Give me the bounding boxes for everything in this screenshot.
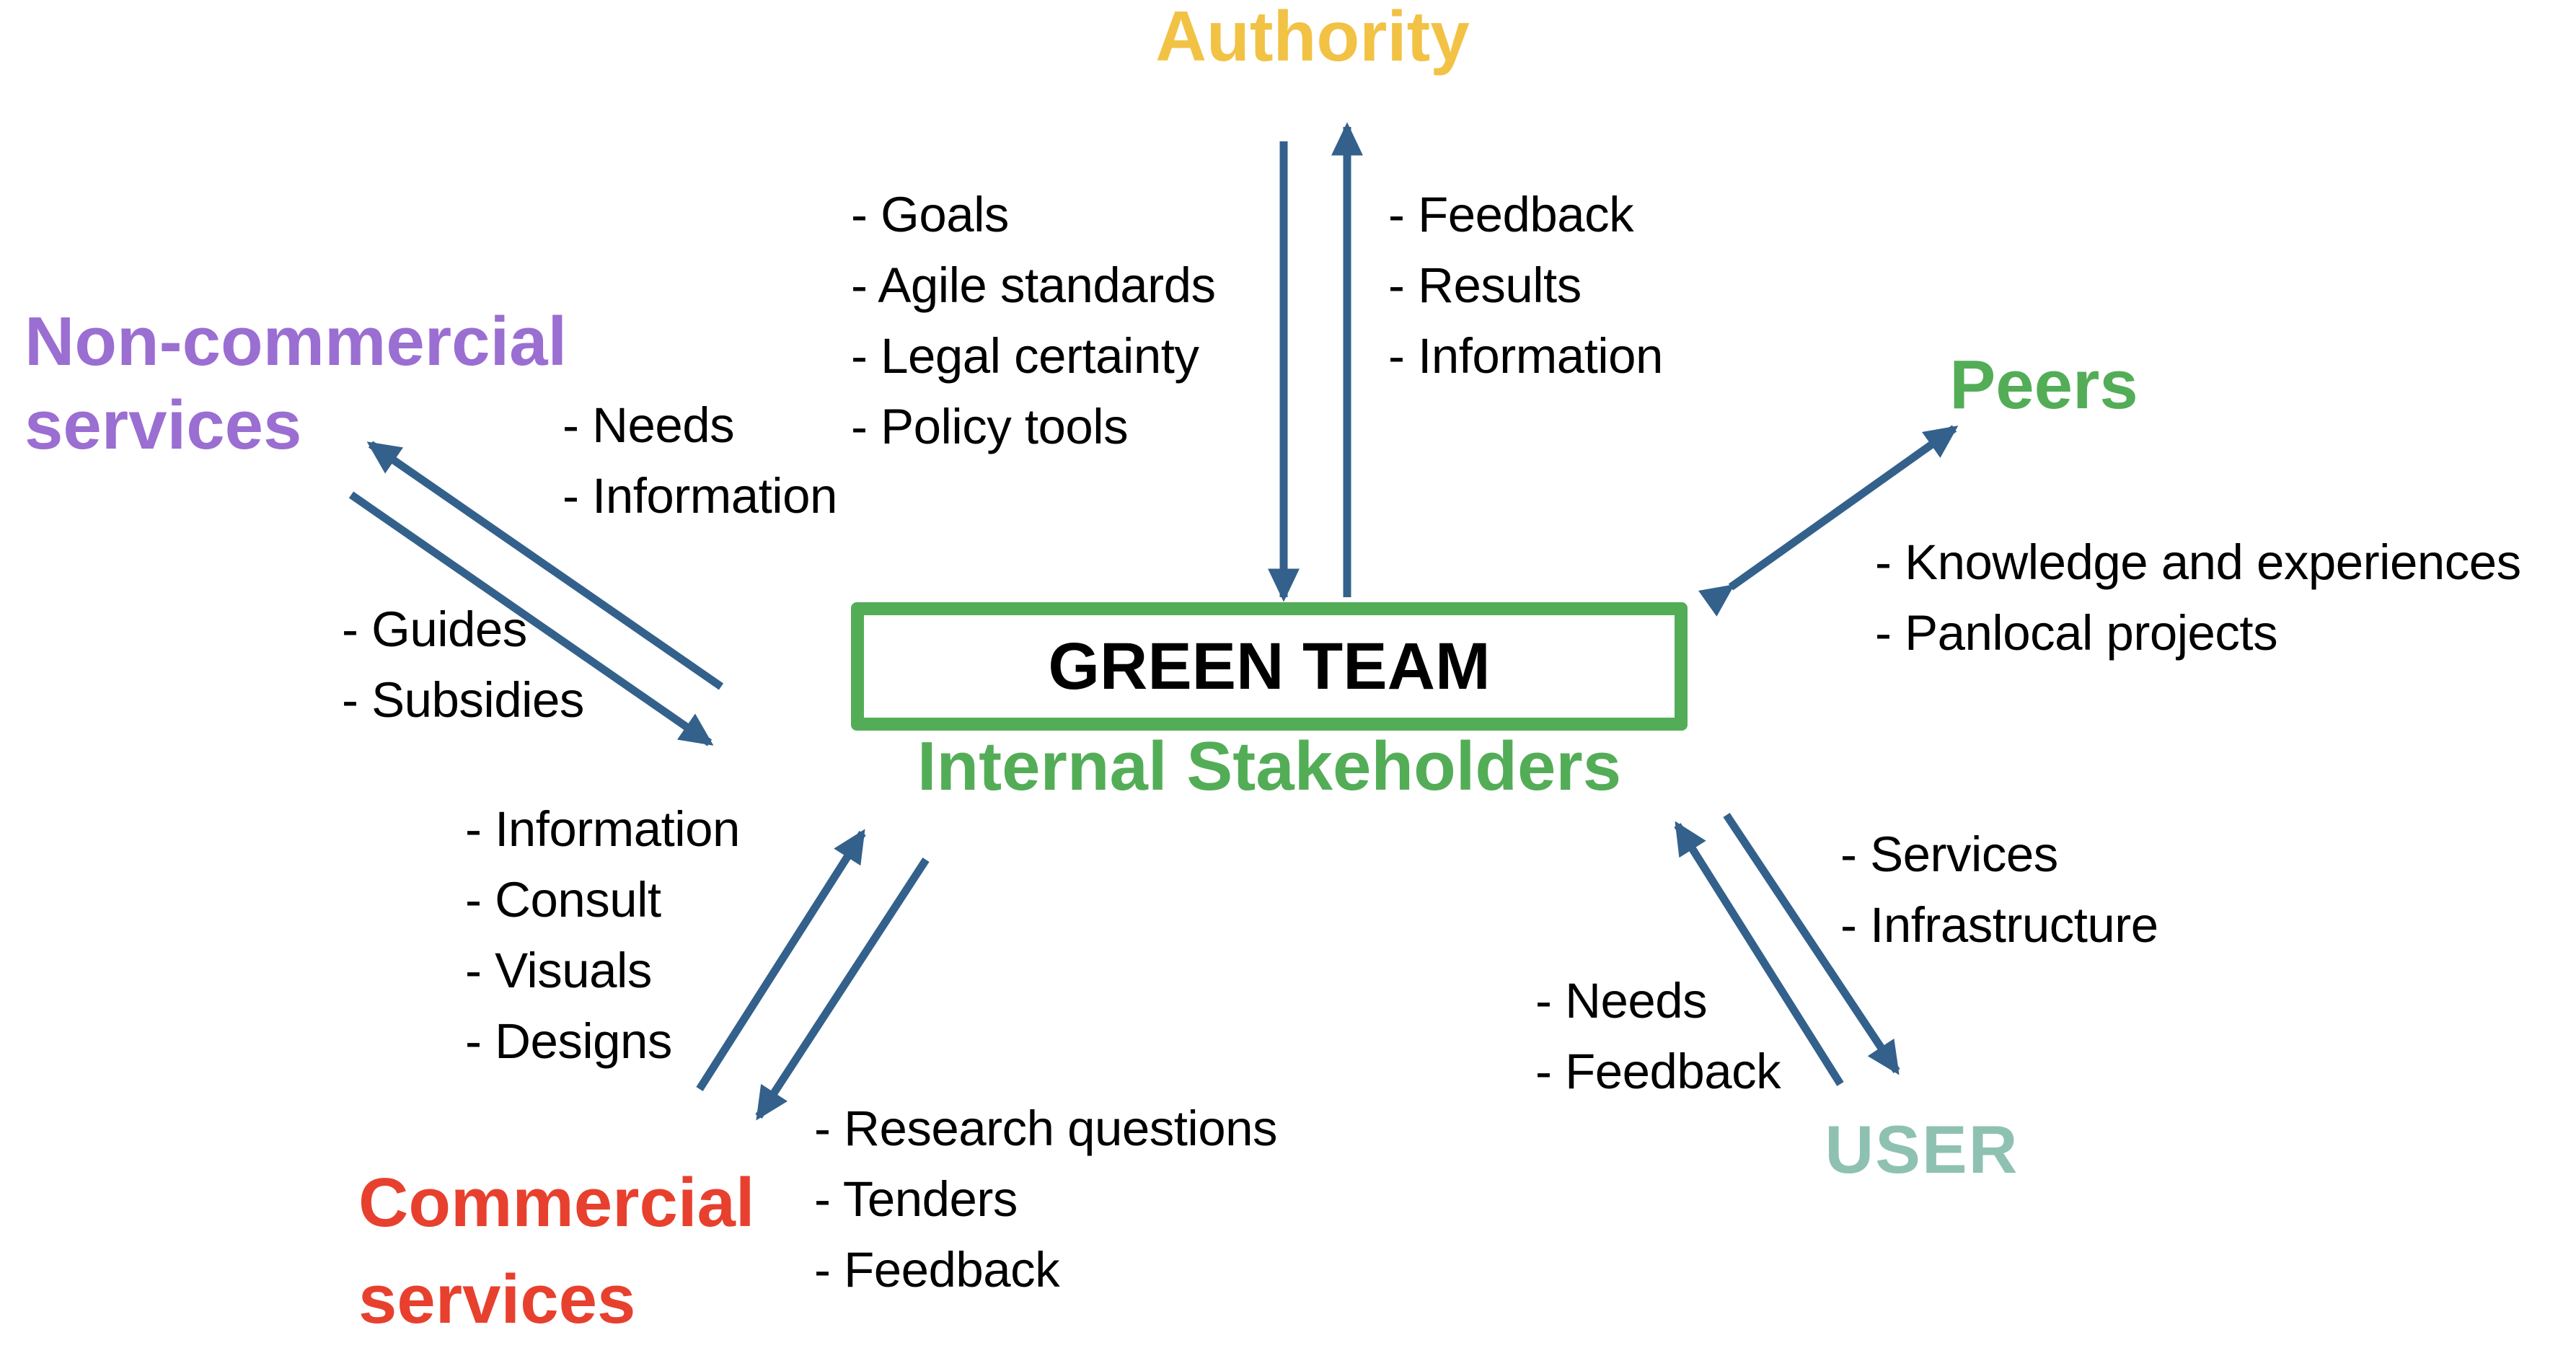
list-from-authority: - Goals - Agile standards - Legal certaint… [851,180,1216,462]
list-item: - Panlocal projects [1875,605,2278,661]
stakeholder-user-label: USER [1825,1111,2019,1187]
list-item: - Needs [1535,973,1708,1028]
list-item: - Results [1388,257,1582,313]
list-item: - Research questions [814,1101,1278,1156]
list-item: - Policy tools [851,399,1129,454]
list-from-user: - Needs - Feedback [1535,966,1781,1107]
stakeholder-peers-label: Peers [1949,346,2138,423]
green-team-title: GREEN TEAM [1048,629,1491,703]
list-item: - Information [465,801,740,857]
list-item: - Legal certainty [851,328,1199,384]
list-from-commercial: - Research questions - Tenders - Feedback [814,1093,1278,1305]
list-from-non-commercial: - Guides - Subsidies [342,594,584,736]
list-item: - Agile standards [851,257,1216,313]
list-item: - Feedback [1388,187,1634,242]
list-item: - Services [1840,827,2058,882]
arrow-peers-bidirectional [1698,425,1959,617]
stakeholder-non-commercial-label: Non-commercial services [25,303,568,464]
list-item: - Knowledge and experiences [1875,534,2521,590]
arrow-center-to-commercial [755,857,930,1121]
list-item: - Subsidies [342,672,584,728]
list-item: - Consult [465,872,661,928]
list-item: - Designs [465,1013,672,1069]
list-item: - Feedback [814,1242,1060,1298]
arrow-non-commercial-to-center [348,491,714,746]
green-team-box: GREEN TEAM [851,602,1688,731]
list-item: - Needs [563,397,735,453]
list-peers-exchange: - Knowledge and experiences - Panlocal pr… [1875,527,2521,669]
list-item: - Information [1388,328,1663,384]
stakeholder-diagram: Authority Non-commercial services Peers … [25,0,2522,1338]
list-item: - Feedback [1535,1044,1781,1099]
arrow-center-to-user [1723,812,1900,1075]
internal-stakeholders-subtitle: Internal Stakeholders [917,728,1622,805]
arrow-commercial-to-center [696,829,866,1091]
list-to-user: - Services - Infrastructure [1840,819,2158,961]
list-item: - Goals [851,187,1009,242]
stakeholder-authority-label: Authority [1155,0,1470,76]
list-to-authority: - Feedback - Results - Information [1388,180,1663,392]
arrow-user-to-center [1674,821,1844,1086]
list-item: - Tenders [814,1171,1018,1227]
arrow-center-to-non-commercial [366,441,724,690]
list-item: - Information [563,468,837,524]
list-item: - Guides [342,602,527,657]
arrow-layer [348,122,1959,1121]
list-item: - Visuals [465,943,652,998]
list-to-non-commercial: - Needs - Information [563,390,837,532]
list-item: - Infrastructure [1840,897,2158,953]
stakeholder-commercial-label: Commercial services [358,1164,755,1338]
list-to-commercial: - Information - Consult - Visuals - Designs [465,794,740,1077]
